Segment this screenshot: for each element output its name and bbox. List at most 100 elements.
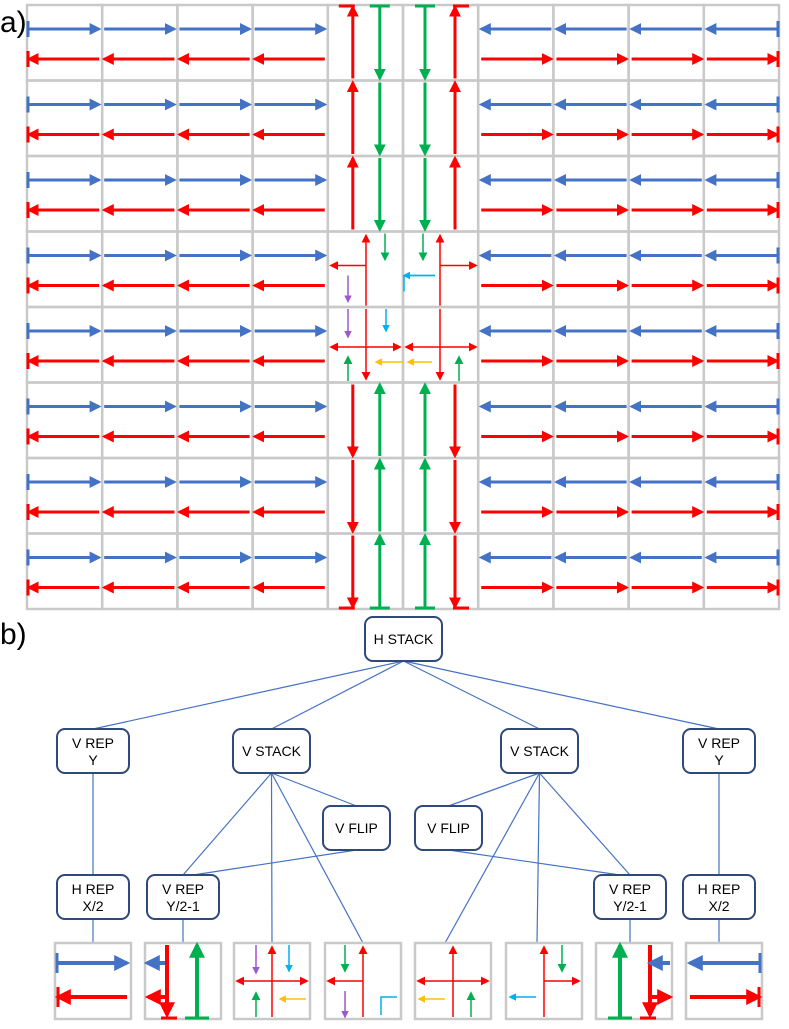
node-box: [500, 728, 579, 774]
grid-cell: [702, 305, 781, 384]
tile-cyan-turn: [380, 996, 397, 1015]
tile-frame: [53, 941, 133, 1021]
grid-cell: [100, 154, 179, 233]
tile-vertical-right-icon: [594, 941, 674, 1021]
tree-edge: [536, 772, 541, 944]
grid-cell: [702, 381, 781, 460]
node-label-line2: X/2: [82, 898, 103, 914]
node-label-line1: H REP: [698, 881, 741, 897]
grid-cell: [702, 79, 781, 158]
tree-edge: [192, 849, 357, 876]
grid-cell: [25, 79, 104, 158]
tree-node-vstack-right: V STACK: [500, 728, 579, 774]
node-label: V STACK: [242, 743, 302, 759]
grid-cell: [326, 3, 405, 82]
node-box: [56, 874, 130, 920]
tree-edge: [448, 772, 540, 807]
grid-cell: [552, 532, 630, 611]
tile-horizontal-right-icon: [53, 941, 133, 1021]
grid-cell: [627, 230, 706, 309]
tree-edge: [271, 660, 404, 730]
grid-cell: [401, 79, 480, 158]
node-label-line1: V REP: [609, 881, 651, 897]
tree-edge: [403, 660, 720, 730]
tree-node-root: H STACK: [364, 616, 443, 662]
node-label: V FLIP: [335, 820, 378, 836]
tile-vertical-left-icon: [143, 941, 223, 1021]
grid-cell: [176, 305, 254, 384]
grid-cell: [251, 3, 330, 82]
grid-cell: [176, 532, 254, 611]
node-box: [322, 805, 391, 851]
grid-cell: [702, 230, 781, 309]
node-box: [414, 805, 483, 851]
grid-cell: [552, 230, 630, 309]
grid-cell: [627, 79, 706, 158]
grid-cell: [326, 79, 405, 158]
grid-cell: [100, 3, 179, 82]
grid-cell: [627, 381, 706, 460]
tree-edge: [271, 772, 357, 807]
node-label-line1: V REP: [698, 735, 740, 751]
grid-cell: [627, 3, 706, 82]
grid-cell: [476, 381, 555, 460]
panel-b-label: b): [0, 618, 27, 651]
grid-cell: [476, 230, 555, 309]
tile-frame: [504, 941, 584, 1021]
grid-cell: [100, 79, 179, 158]
tree-node-vstack-left: V STACK: [232, 728, 311, 774]
grid-cell: [100, 230, 179, 309]
grid-cell: [251, 381, 330, 460]
grid-cell: [251, 532, 330, 611]
grid-cell: [552, 154, 630, 233]
grid-cell: [627, 154, 706, 233]
grid-cell: [25, 230, 104, 309]
tree-edge: [444, 772, 541, 944]
tile-frame: [413, 941, 493, 1021]
tree-edge: [403, 660, 540, 730]
grid-cell: [401, 381, 480, 460]
grid-cell: [627, 305, 706, 384]
tile-center-top-left-icon: [232, 941, 312, 1021]
grid-cell: [176, 3, 254, 82]
tile-center-bottom-right-icon: [413, 941, 493, 1021]
grid-cell: [326, 456, 405, 535]
grid-cell: [176, 381, 254, 460]
grid-cell: [476, 154, 555, 233]
node-label-line2: X/2: [708, 898, 729, 914]
grid-cell: [176, 154, 254, 233]
grid-cell: [476, 3, 555, 82]
node-box: [682, 874, 756, 920]
node-box: [146, 874, 220, 920]
grid-cell: [25, 381, 104, 460]
tree-edge: [270, 772, 273, 944]
node-box: [682, 728, 756, 774]
panel-a-label: a): [0, 6, 27, 39]
tile-horizontal-left-icon: [684, 941, 764, 1021]
grid-cell: [176, 456, 254, 535]
grid-cell: [401, 532, 480, 611]
node-label-line2: Y: [88, 752, 98, 768]
node-label: V STACK: [510, 743, 570, 759]
grid-cell: [176, 79, 254, 158]
grid-cell: [627, 532, 706, 611]
grid-cell: [251, 79, 330, 158]
tree-edge: [539, 772, 631, 876]
grid-cell: [702, 154, 781, 233]
grid-cell: [552, 305, 630, 384]
node-label: H STACK: [374, 631, 434, 647]
grid-cell: [401, 456, 480, 535]
tile-frame: [143, 941, 223, 1021]
tree-node-vflip-right: V FLIP: [414, 805, 483, 851]
grid-cell: [326, 532, 405, 611]
grid-cell: [100, 305, 179, 384]
tile-center-bottom-left-icon: [323, 941, 403, 1021]
grid-cell: [25, 154, 104, 233]
grid-cell: [702, 532, 781, 611]
grid-cell: [401, 154, 480, 233]
tile-center-top-right-icon: [504, 941, 584, 1021]
